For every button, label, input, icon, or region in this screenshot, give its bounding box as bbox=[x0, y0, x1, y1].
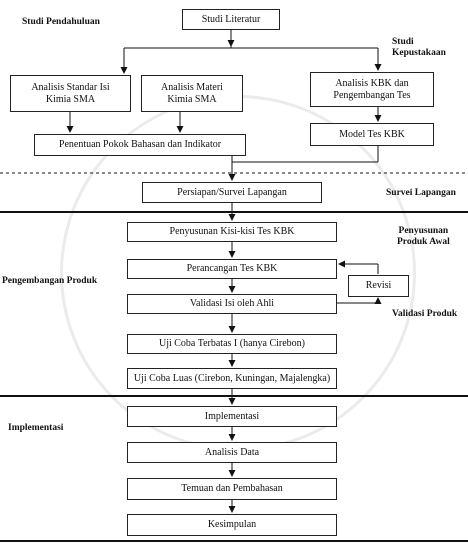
label-studi-pendahuluan: Studi Pendahuluan bbox=[22, 17, 100, 27]
label-penyusunan-line1: Penyusunan bbox=[398, 226, 449, 236]
box-penentuan-pokok-bahasan: Penentuan Pokok Bahasan dan Indikator bbox=[34, 134, 246, 156]
box-implementasi: Implementasi bbox=[127, 406, 337, 427]
box-kesimpulan: Kesimpulan bbox=[127, 514, 337, 536]
box-persiapan-survei: Persiapan/Survei Lapangan bbox=[142, 182, 322, 203]
label-studi-kepustakaan: Studi Kepustakaan bbox=[392, 37, 446, 58]
box-temuan-pembahasan: Temuan dan Pembahasan bbox=[127, 478, 337, 500]
box-analisis-kbk: Analisis KBK dan Pengembangan Tes bbox=[310, 72, 434, 107]
box-studi-literatur: Studi Literatur bbox=[182, 9, 280, 30]
box-analisis-data: Analisis Data bbox=[127, 442, 337, 463]
box-model-tes-kbk: Model Tes KBK bbox=[310, 123, 434, 146]
box-analisis-kbk-line2: Pengembangan Tes bbox=[333, 89, 411, 101]
label-penyusunan-line2: Produk Awal bbox=[397, 237, 450, 247]
label-validasi-produk: Validasi Produk bbox=[392, 309, 458, 319]
label-implementasi: Implementasi bbox=[8, 423, 64, 433]
box-analisis-materi-line2: Kimia SMA bbox=[167, 93, 217, 105]
box-uji-coba-terbatas: Uji Coba Terbatas I (hanya Cirebon) bbox=[127, 334, 337, 354]
box-validasi-isi: Validasi Isi oleh Ahli bbox=[127, 294, 337, 314]
label-survei-lapangan: Survei Lapangan bbox=[386, 188, 456, 198]
box-revisi: Revisi bbox=[348, 275, 409, 297]
box-penyusunan-kisi-kisi: Penyusunan Kisi-kisi Tes KBK bbox=[127, 222, 337, 242]
box-analisis-materi-line1: Analisis Materi bbox=[161, 81, 223, 93]
box-perancangan-tes: Perancangan Tes KBK bbox=[127, 259, 337, 279]
box-uji-coba-luas: Uji Coba Luas (Cirebon, Kuningan, Majale… bbox=[127, 368, 337, 389]
label-pengembangan-produk: Pengembangan Produk bbox=[2, 276, 98, 286]
box-analisis-materi: Analisis Materi Kimia SMA bbox=[141, 75, 243, 112]
box-analisis-standar-isi: Analisis Standar Isi Kimia SMA bbox=[10, 75, 131, 112]
label-penyusunan-produk-awal: Penyusunan Produk Awal bbox=[397, 226, 450, 248]
box-analisis-standar-isi-line1: Analisis Standar Isi bbox=[31, 81, 110, 93]
box-analisis-standar-isi-line2: Kimia SMA bbox=[45, 93, 96, 105]
box-analisis-kbk-line1: Analisis KBK dan bbox=[335, 77, 409, 89]
